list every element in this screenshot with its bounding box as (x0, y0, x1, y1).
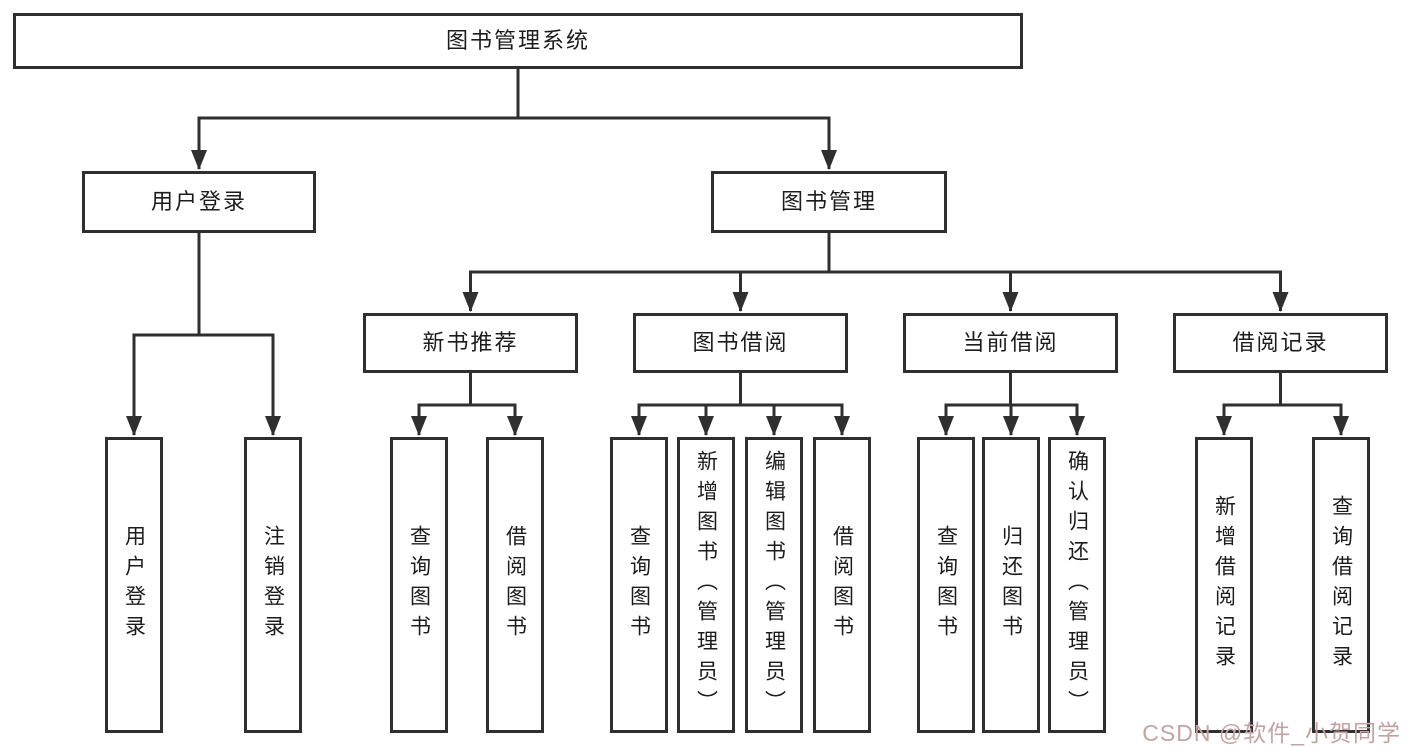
node-current-borrowing: 当前借阅 (903, 313, 1118, 373)
leaf-logout: 注销登录 (244, 437, 302, 733)
node-book-borrowing: 图书借阅 (633, 313, 848, 373)
leaf-confirm-return-admin: 确认归还（管理员） (1048, 437, 1106, 733)
csdn-watermark: CSDN @软件_小贺同学 (1142, 720, 1401, 746)
leaf-query-borrow-record: 查询借阅记录 (1312, 437, 1370, 733)
leaf-borrow-books-2: 借阅图书 (813, 437, 871, 733)
node-library-management-system: 图书管理系统 (13, 13, 1023, 69)
node-borrowing-record: 借阅记录 (1173, 313, 1388, 373)
leaf-add-books-admin: 新增图书（管理员） (677, 437, 735, 733)
leaf-borrow-books-1: 借阅图书 (486, 437, 544, 733)
leaf-return-books: 归还图书 (982, 437, 1040, 733)
node-new-book-recommend: 新书推荐 (363, 313, 578, 373)
leaf-query-books-3: 查询图书 (917, 437, 975, 733)
leaf-user-login: 用户登录 (105, 437, 163, 733)
leaf-query-books-2: 查询图书 (610, 437, 668, 733)
leaf-edit-books-admin: 编辑图书（管理员） (745, 437, 803, 733)
leaf-query-books-1: 查询图书 (390, 437, 448, 733)
node-user-login: 用户登录 (82, 171, 316, 233)
leaf-add-borrow-record: 新增借阅记录 (1195, 437, 1253, 733)
node-book-management: 图书管理 (711, 171, 947, 233)
